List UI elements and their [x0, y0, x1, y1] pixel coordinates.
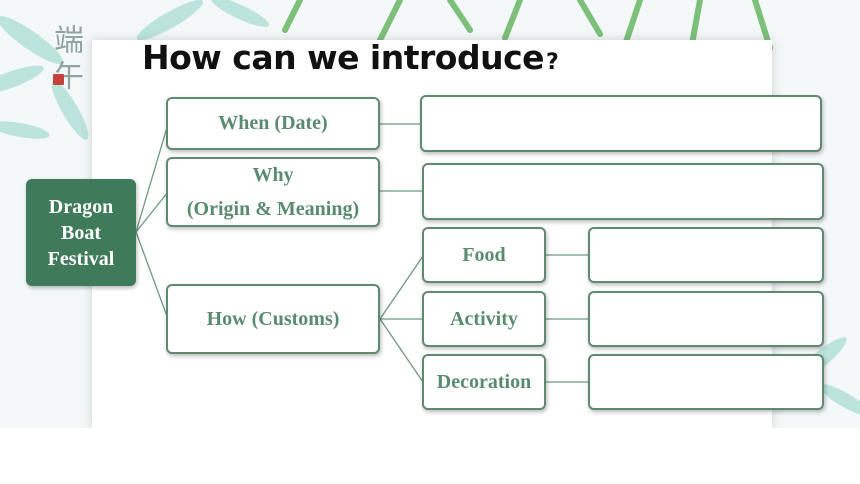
- answer-box-food[interactable]: [588, 227, 824, 283]
- custom-node-decoration: Decoration: [422, 354, 546, 410]
- connector-how-food: [379, 255, 424, 320]
- red-seal-stamp: [53, 74, 64, 85]
- connector-root-how: [135, 231, 169, 320]
- branch-label-why-line2: (Origin & Meaning): [186, 198, 360, 220]
- connector-how-decoration: [379, 318, 424, 383]
- custom-node-food: Food: [422, 227, 546, 283]
- root-line-2: Boat: [61, 221, 101, 244]
- diagram-connectors: [135, 123, 589, 383]
- title-question-mark: ?: [546, 50, 559, 75]
- branch-label-why-line1: Why: [252, 164, 294, 186]
- slide-background: 端午 How can we introduce? Dragon Boat Fes…: [0, 0, 860, 428]
- answer-box-why[interactable]: [422, 163, 824, 220]
- custom-label-decoration: Decoration: [436, 370, 532, 393]
- answer-box-activity[interactable]: [588, 291, 824, 347]
- custom-label-food: Food: [462, 243, 506, 266]
- branch-label-when: When (Date): [218, 112, 328, 134]
- root-node-dragon-boat-festival: Dragon Boat Festival: [26, 179, 136, 286]
- custom-label-activity: Activity: [450, 307, 518, 330]
- branch-label-how: How (Customs): [206, 307, 340, 330]
- root-line-3: Festival: [47, 247, 115, 270]
- answer-box-decoration[interactable]: [588, 354, 824, 410]
- root-line-1: Dragon: [48, 195, 114, 218]
- answer-box-when[interactable]: [420, 95, 822, 152]
- branch-node-why: Why (Origin & Meaning): [166, 157, 380, 227]
- branch-node-when: When (Date): [166, 97, 380, 150]
- bottom-blank-area: [0, 428, 860, 484]
- branch-node-how: How (Customs): [166, 284, 380, 354]
- connector-root-why: [135, 191, 169, 233]
- connector-root-when: [135, 123, 169, 233]
- custom-node-activity: Activity: [422, 291, 546, 347]
- page-title: How can we introduce?: [142, 38, 559, 77]
- title-text: How can we introduce: [142, 38, 545, 77]
